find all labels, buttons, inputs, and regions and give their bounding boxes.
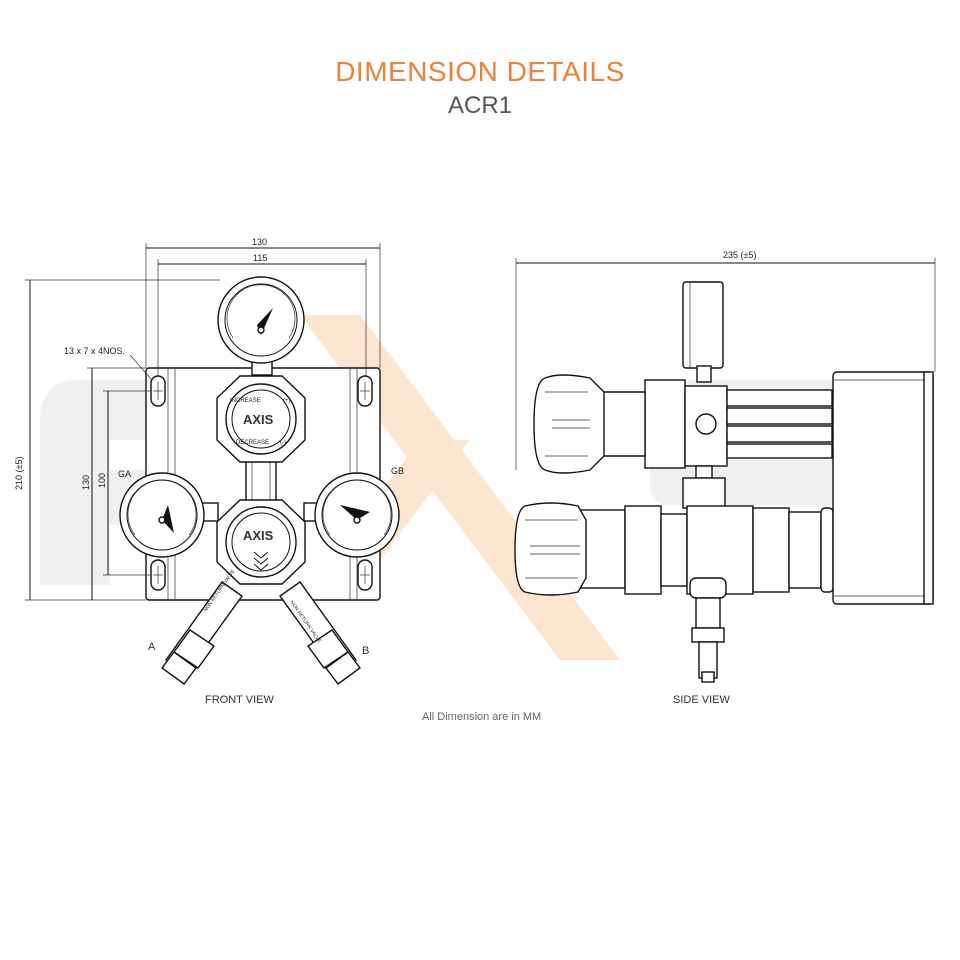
brand-logo-upper: AXIS bbox=[243, 412, 274, 427]
top-pressure-gauge bbox=[217, 276, 305, 376]
mounting-slot bbox=[357, 375, 373, 407]
side-view-caption: SIDE VIEW bbox=[673, 694, 730, 706]
increase-sign: (+) bbox=[283, 398, 291, 404]
dim-210-height: 210 (±5) bbox=[14, 457, 24, 490]
model-name: ACR1 bbox=[447, 92, 513, 119]
mounting-slot bbox=[357, 559, 373, 591]
decrease-label: DECREASE bbox=[236, 440, 269, 446]
side-dimensions: 235 (±5) bbox=[515, 250, 936, 470]
brand-logo-lower: AXIS bbox=[243, 528, 274, 543]
dim-100-height: 100 bbox=[97, 473, 107, 488]
mounting-slot bbox=[150, 375, 166, 407]
upper-regulator-knob: AXIS INCREASE DECREASE (+) (-) bbox=[216, 375, 306, 463]
lower-regulator-knob: AXIS bbox=[216, 499, 306, 585]
increase-label: INCREASE bbox=[230, 398, 261, 404]
dim-130-height: 130 bbox=[81, 475, 91, 490]
side-view-drawing: 235 (±5) SIDE VIEW bbox=[514, 250, 936, 706]
dim-115-width: 115 bbox=[253, 253, 267, 263]
decrease-sign: (-) bbox=[280, 440, 286, 446]
gauge-gb-label: GB bbox=[391, 466, 404, 476]
units-note: All Dimension are in MM bbox=[422, 711, 541, 723]
dim-235-depth: 235 (±5) bbox=[723, 250, 756, 260]
outlet-b-label: B bbox=[362, 645, 369, 657]
slot-note: 13 x 7 x 4NOS. bbox=[64, 346, 125, 356]
outlet-a-label: A bbox=[148, 641, 156, 653]
front-dimensions: 130 115 210 (±5) 130 100 13 x 7 x 4NOS. bbox=[14, 237, 381, 601]
front-view-caption: FRONT VIEW bbox=[205, 694, 274, 706]
page-title: DIMENSION DETAILS bbox=[335, 56, 625, 87]
mounting-slot bbox=[150, 559, 166, 591]
gauge-ga bbox=[119, 472, 219, 558]
dim-130-width: 130 bbox=[252, 237, 267, 247]
gauge-ga-label: GA bbox=[118, 469, 131, 479]
gauge-gb bbox=[303, 472, 400, 558]
